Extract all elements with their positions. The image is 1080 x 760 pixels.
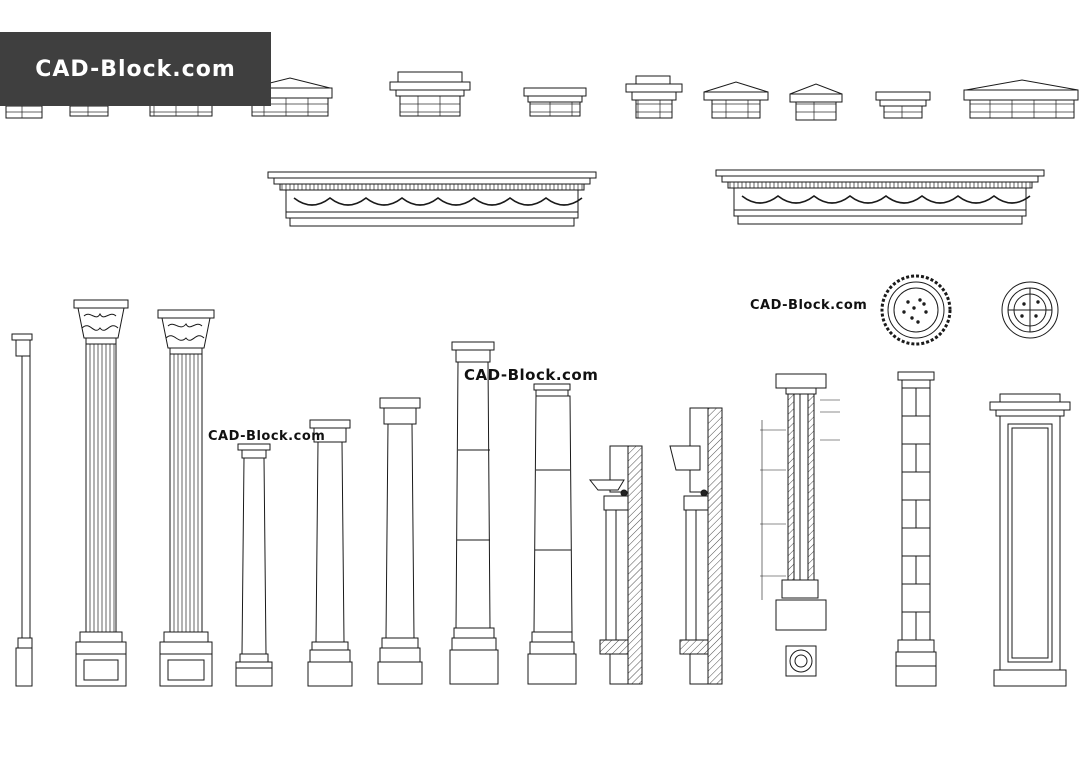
- column-corinthian-2: [157, 309, 215, 687]
- capital-block-1: [5, 105, 43, 119]
- column-tuscan-2: [307, 419, 353, 687]
- capital-block-10: [875, 91, 931, 119]
- watermark-2: CAD-Block.com: [464, 366, 599, 384]
- columns-row: [11, 299, 1071, 687]
- capital-block-5: [389, 71, 471, 117]
- column-tuscan-3: [377, 397, 423, 685]
- column-tuscan-1: [235, 443, 273, 687]
- wall-section-2: [669, 407, 723, 685]
- capitals-row: [5, 71, 1079, 121]
- capital-block-7: [625, 75, 683, 119]
- brand-logo[interactable]: CAD-Block.com: [35, 56, 236, 82]
- capital-block-11: [963, 79, 1079, 119]
- typical-section-detail: [760, 373, 840, 677]
- column-corinthian-1: [73, 299, 129, 687]
- column-slender-pilaster: [11, 333, 33, 687]
- capital-block-6: [523, 87, 587, 117]
- wall-section-1: [588, 445, 643, 685]
- column-block-1: [449, 341, 499, 685]
- round-section-ornate: [880, 274, 952, 346]
- column-block-2: [527, 383, 577, 685]
- round-section-plain: [1001, 281, 1059, 339]
- logo-background: [0, 32, 271, 106]
- capital-block-2: [69, 105, 109, 117]
- round-sections: [880, 274, 1059, 346]
- watermark-1: CAD-Block.com: [208, 429, 326, 444]
- entablature-right: [715, 169, 1045, 225]
- capital-block-8: [703, 81, 769, 119]
- column-block-pilaster: [895, 371, 937, 687]
- capital-block-9: [789, 83, 843, 121]
- entablature-left: [267, 171, 597, 227]
- column-wide-pier: [989, 393, 1071, 687]
- watermark-3: CAD-Block.com: [750, 298, 868, 313]
